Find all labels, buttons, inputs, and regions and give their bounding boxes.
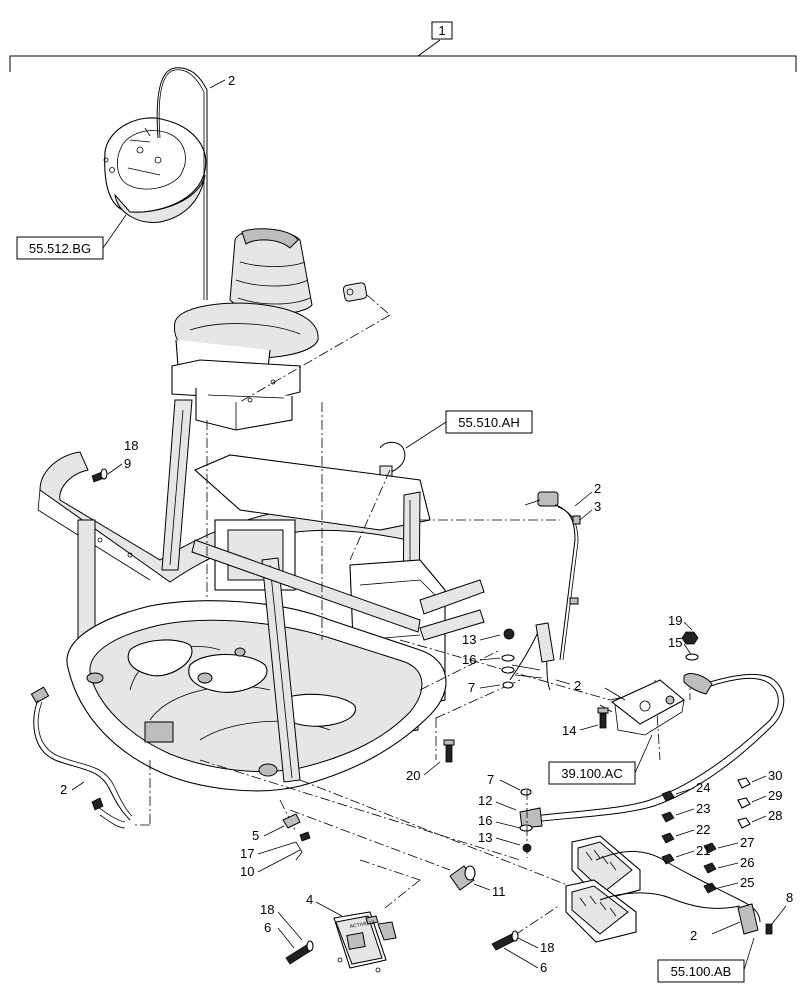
callout-9: 9: [124, 456, 131, 471]
mount-bracket: [599, 679, 685, 736]
callout-28: 28: [768, 808, 782, 823]
callout-8: 8: [786, 890, 793, 905]
armrest-console: [103, 117, 207, 223]
callout-4: 4: [306, 892, 313, 907]
callout-26: 26: [740, 855, 754, 870]
callout-13-lower: 13: [478, 830, 492, 845]
callout-2-seat-cable: 2: [228, 73, 235, 88]
callout-29: 29: [768, 788, 782, 803]
ref-mount-text: 39.100.AC: [561, 766, 622, 781]
callout-17: 17: [240, 846, 254, 861]
assembly-label: 1: [438, 23, 445, 38]
callout-14: 14: [562, 723, 576, 738]
callout-16-left: 16: [462, 652, 476, 667]
ref-wire-top-text: 55.510.AH: [458, 415, 519, 430]
callout-18-left: 18: [124, 438, 138, 453]
callout-22: 22: [696, 822, 710, 837]
callout-3: 3: [594, 499, 601, 514]
callout-7-left: 7: [468, 680, 475, 695]
callout-23: 23: [696, 801, 710, 816]
callout-12: 12: [478, 793, 492, 808]
sensor-11: [449, 865, 476, 891]
small-fasteners: [661, 777, 751, 894]
left-harness: [30, 686, 133, 829]
mid-harness: [509, 622, 555, 691]
callout-18-bottom-left: 18: [260, 902, 274, 917]
callout-16-lower: 16: [478, 813, 492, 828]
ref-box-harness: 55.100.AB: [657, 937, 755, 983]
ref-box-mount: 39.100.AC: [548, 734, 653, 785]
clip-part: [282, 813, 301, 829]
ref-seat-text: 55.512.BG: [29, 241, 91, 256]
callout-25: 25: [740, 875, 754, 890]
callout-11: 11: [492, 884, 506, 899]
cab-frame: [37, 399, 485, 792]
callout-15: 15: [668, 635, 682, 650]
upper-harness: [524, 491, 581, 661]
callout-30: 30: [768, 768, 782, 783]
callout-7-lower: 7: [487, 772, 494, 787]
callout-2-mid-harness: 2: [574, 678, 581, 693]
seat-connector: [342, 282, 368, 302]
callout-13-left: 13: [462, 632, 476, 647]
long-harness: [519, 673, 785, 829]
ref-box-wire-top: 55.510.AH: [405, 410, 533, 449]
ref-box-seat: 55.512.BG: [16, 214, 127, 260]
operator-seat: [171, 228, 319, 431]
callout-2-upper-harness: 2: [594, 481, 601, 496]
ecu-module: ACTIVE 12: [333, 911, 397, 973]
controller-label: ACTIVE 12: [349, 920, 375, 930]
ref-harness-text: 55.100.AB: [671, 964, 732, 979]
callout-27: 27: [740, 835, 754, 850]
callout-5: 5: [252, 828, 259, 843]
callout-24: 24: [696, 780, 710, 795]
callout-10: 10: [240, 864, 254, 879]
callout-6-bottom-mid: 6: [540, 960, 547, 975]
callout-18-bottom-mid: 18: [540, 940, 554, 955]
callout-21: 21: [696, 843, 710, 858]
callout-2-left-harness: 2: [60, 782, 67, 797]
callout-6-bottom-left: 6: [264, 920, 271, 935]
callout-20: 20: [406, 768, 420, 783]
callout-19: 19: [668, 613, 682, 628]
seat-cable: [156, 67, 208, 300]
assembly-bracket: 1: [9, 21, 797, 72]
control-modules: [565, 835, 761, 943]
callout-2-right-harness: 2: [690, 928, 697, 943]
